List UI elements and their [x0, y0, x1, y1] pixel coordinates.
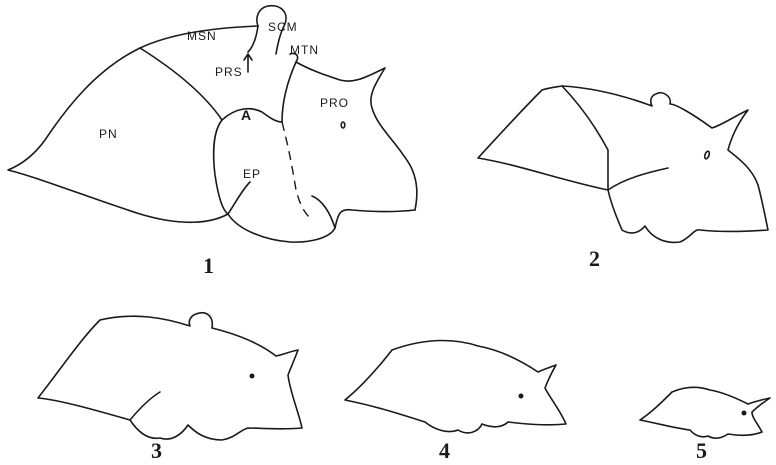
figure-5-eye-icon	[742, 411, 747, 416]
label-mtn: MTN	[290, 43, 319, 57]
figure-2-number: 2	[589, 246, 600, 271]
figure-2-inner-line-a	[562, 86, 608, 190]
label-pn: PN	[99, 127, 118, 141]
figure-5-outline	[640, 387, 770, 438]
figure-2-eye-icon	[704, 151, 710, 160]
label-a: A	[241, 107, 251, 123]
ep-bottom-outline	[228, 210, 415, 243]
figure-3-eye-icon	[250, 374, 255, 379]
figure-5-number: 5	[696, 438, 707, 463]
a-top-line	[222, 109, 282, 122]
label-scm: SCM	[268, 20, 298, 34]
ep-left-margin	[214, 120, 228, 214]
mtn-stem	[282, 53, 298, 122]
dashed-suture	[282, 122, 310, 218]
figure-3-number: 3	[151, 438, 162, 463]
figure-4: 4	[345, 341, 566, 464]
pn-msn-boundary	[140, 48, 222, 120]
figure-4-eye-icon	[519, 394, 524, 399]
pro-top-outline	[296, 62, 417, 210]
figure-3-inner-line	[130, 392, 160, 420]
figure-2: 2	[478, 86, 768, 271]
figure-5: 5	[640, 387, 770, 463]
figure-4-number: 4	[439, 438, 450, 463]
label-ep: EP	[243, 167, 261, 181]
label-msn: MSN	[187, 29, 217, 43]
label-pro: PRO	[320, 96, 349, 110]
figure-1-eye-icon	[341, 122, 345, 128]
figure-2-outline	[478, 86, 768, 242]
figure-3: 3	[38, 313, 302, 463]
ep-lower-fold	[312, 196, 335, 228]
ep-inner-line	[228, 182, 250, 214]
pn-lobe-outline	[8, 48, 228, 222]
figure-4-outline	[345, 341, 566, 433]
figure-3-outline	[38, 313, 302, 440]
figure-2-inner-line-b	[608, 168, 668, 190]
prs-arrow	[244, 54, 252, 72]
figure-1-number: 1	[203, 253, 214, 278]
prs-outline	[248, 26, 258, 52]
figure-1: MSN SCM MTN PRS PRO PN A EP 1	[8, 6, 417, 278]
label-prs: PRS	[215, 65, 243, 79]
